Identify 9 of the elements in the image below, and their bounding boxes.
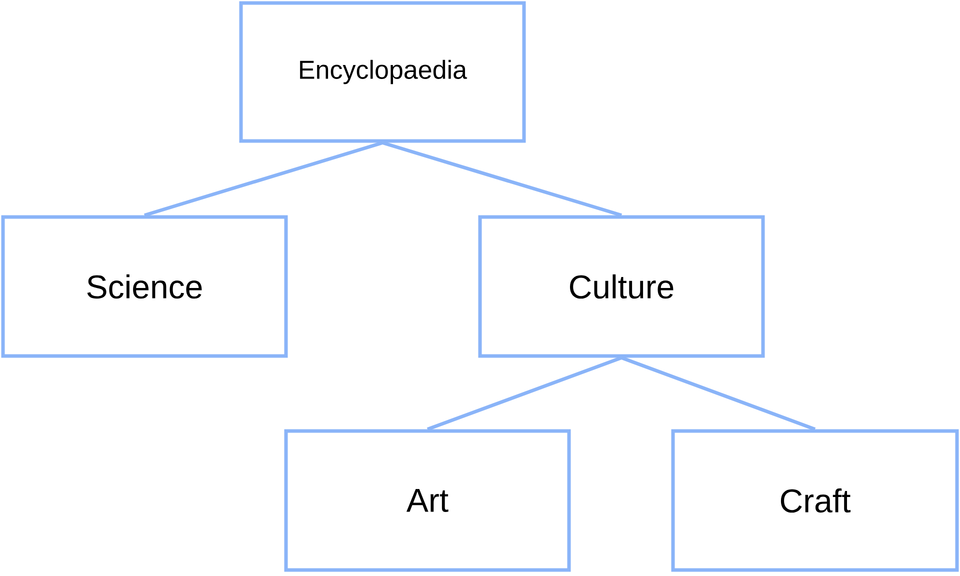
connector-line (382, 141, 622, 217)
connector-line (620, 356, 816, 431)
box: Science (1, 215, 288, 358)
box: Culture (478, 215, 765, 358)
connector-line (144, 141, 384, 217)
box: Encyclopaedia (239, 1, 526, 143)
box: Craft (671, 429, 959, 572)
box: Art (284, 429, 571, 572)
connector-line (426, 356, 622, 431)
